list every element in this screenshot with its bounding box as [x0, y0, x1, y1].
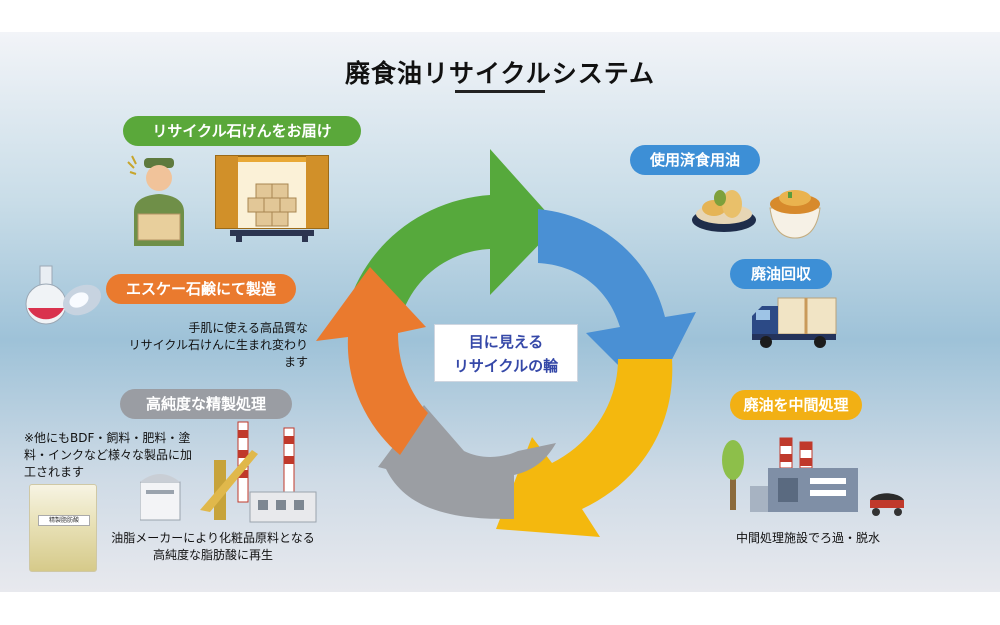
refining-note: 油脂メーカーにより化粧品原料となる 高純度な脂肪酸に再生	[104, 530, 322, 564]
refining-note-line1: 油脂メーカーにより化粧品原料となる	[111, 531, 315, 545]
step-delivery-label: リサイクル石けんをお届け	[123, 116, 361, 146]
center-line1: 目に見える	[468, 333, 544, 351]
refining-note-line2: 高純度な脂肪酸に再生	[152, 548, 273, 562]
recycle-cycle-arrows	[316, 149, 696, 537]
other-products-note: ※他にもBDF・飼料・肥料・塗 料・インクなど様々な製品に加 工されます	[24, 430, 224, 481]
shipping-container-icon	[215, 155, 329, 242]
arrow-green	[348, 149, 558, 309]
intermediate-note: 中間処理施設でろ過・脱水	[735, 531, 880, 545]
flask-and-soap-icon	[25, 265, 102, 325]
other-products-line3: 工されます	[24, 465, 85, 479]
arrow-blue	[538, 209, 696, 399]
refinery-factory-icon	[140, 421, 317, 523]
arrow-yellow	[496, 359, 673, 537]
step-collection-label: 廃油回収	[730, 259, 832, 289]
step-manufacture-label: エスケー石鹸にて製造	[106, 274, 296, 304]
manufacture-note-line2: リサイクル石けんに生まれ変わります	[128, 338, 308, 369]
center-caption: 目に見える リサイクルの輪	[434, 324, 578, 382]
other-products-line1: ※他にもBDF・飼料・肥料・塗	[24, 431, 191, 445]
step-refining-label: 高純度な精製処理	[120, 389, 292, 419]
arrow-orange	[316, 267, 428, 455]
infographic-panel: 廃食油リサイクルシステム 目に見える リサイクルの輪 リサイクル石けんをお届け …	[0, 32, 1000, 592]
manufacture-note: 手肌に使える高品質な リサイクル石けんに生まれ変わります	[118, 320, 308, 371]
jar-label: 精製脂肪酸	[38, 515, 90, 526]
manufacture-note-line1: 手肌に使える高品質な	[188, 321, 308, 335]
fried-food-icon	[692, 190, 821, 239]
fatty-acid-jar-photo: 精製脂肪酸	[29, 484, 97, 572]
arrow-gray	[378, 405, 556, 519]
delivery-worker-icon	[127, 155, 184, 246]
title-underline	[455, 90, 545, 93]
step-used-oil-label: 使用済食用油	[630, 145, 760, 175]
page-title: 廃食油リサイクルシステム	[344, 59, 655, 88]
other-products-line2: 料・インクなど様々な製品に加	[24, 448, 193, 462]
center-line2: リサイクルの輪	[453, 357, 559, 375]
step-intermediate-label: 廃油を中間処理	[730, 390, 862, 420]
collection-truck-icon	[752, 297, 837, 348]
processing-plant-icon	[722, 437, 904, 516]
